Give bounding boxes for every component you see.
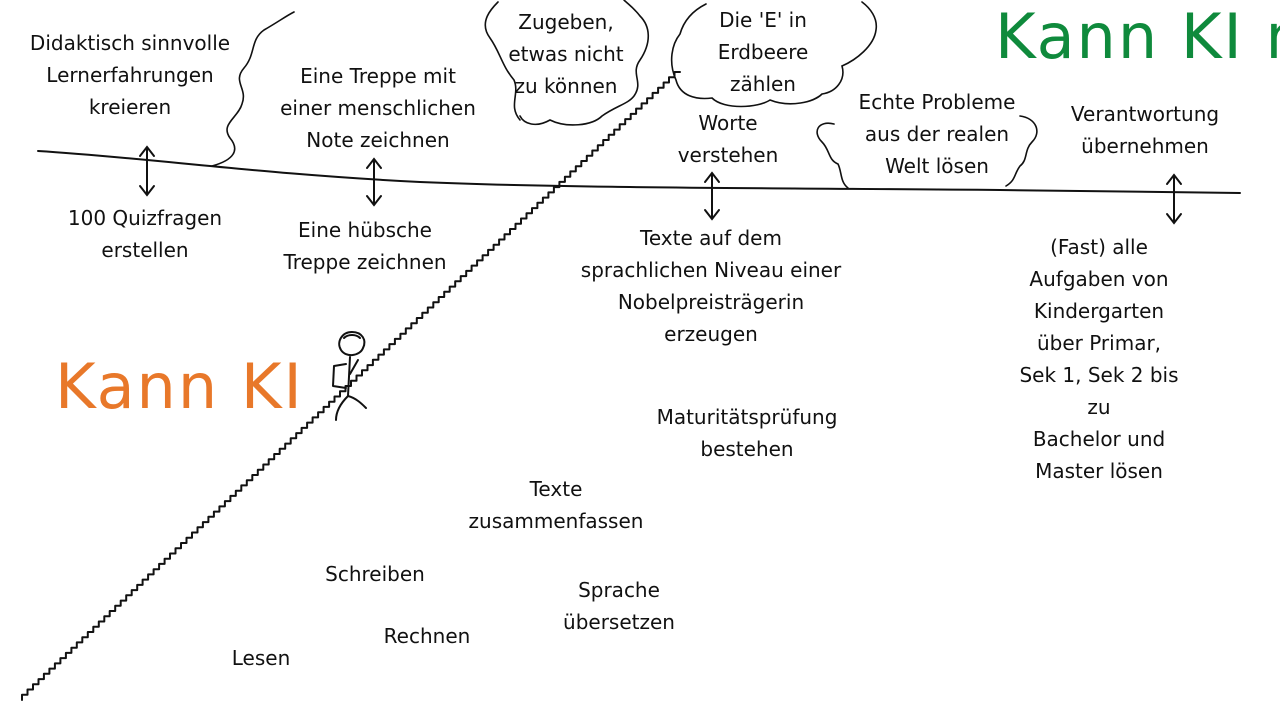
cloud-probleme <box>816 115 1038 189</box>
stick-figure <box>332 331 367 421</box>
label-treppe-menschlich: Eine Treppe mit einer menschlichen Note … <box>280 64 476 152</box>
label-zugeben: Zugeben, etwas nicht zu können <box>508 10 624 98</box>
heading-can: Kann KI <box>55 350 304 423</box>
label-uebersetzen: Sprache übersetzen <box>563 578 675 634</box>
label-zusammenfassen: Texte zusammenfassen <box>468 477 644 533</box>
cloud-zugeben <box>484 0 650 126</box>
label-schreiben: Schreiben <box>325 562 425 586</box>
figure-head <box>338 331 366 356</box>
label-nobel: Texte auf dem sprachlichen Niveau einer … <box>580 226 842 346</box>
arrow-quizfragen <box>139 145 155 197</box>
label-rechnen: Rechnen <box>383 624 471 648</box>
label-matura: Maturitätsprüfung bestehen <box>656 405 838 461</box>
figure-body <box>347 356 351 397</box>
arrow-treppe <box>366 157 382 207</box>
cloud-e-erdbeere <box>670 1 878 108</box>
label-treppe-huebsch: Eine hübsche Treppe zeichnen <box>283 218 447 274</box>
frontier-line <box>37 150 1241 194</box>
label-quizfragen: 100 Quizfragen erstellen <box>67 206 223 262</box>
label-probleme: Echte Probleme aus der realen Welt lösen <box>858 90 1016 178</box>
label-verantwortung: Verantwortung übernehmen <box>1070 102 1220 158</box>
label-aufgaben: (Fast) alle Aufgaben von Kindergarten üb… <box>1019 235 1179 483</box>
figure-hair <box>343 334 361 339</box>
label-didaktisch: Didaktisch sinnvolle Lernerfahrungen kre… <box>29 31 231 119</box>
figure-legs <box>335 395 367 421</box>
label-worte: Worte verstehen <box>677 111 779 167</box>
label-e-erdbeere: Die 'E' in Erdbeere zählen <box>717 8 809 96</box>
bracket-treppe-menschlich <box>211 11 295 167</box>
heading-cannot: Kann KI nicht <box>995 0 1280 73</box>
figure-backpack <box>332 363 347 389</box>
label-lesen: Lesen <box>231 646 291 670</box>
arrow-verantwortung <box>1166 173 1182 225</box>
staircase <box>21 71 681 701</box>
arrow-worte <box>704 171 720 221</box>
figure-arm <box>349 359 359 375</box>
